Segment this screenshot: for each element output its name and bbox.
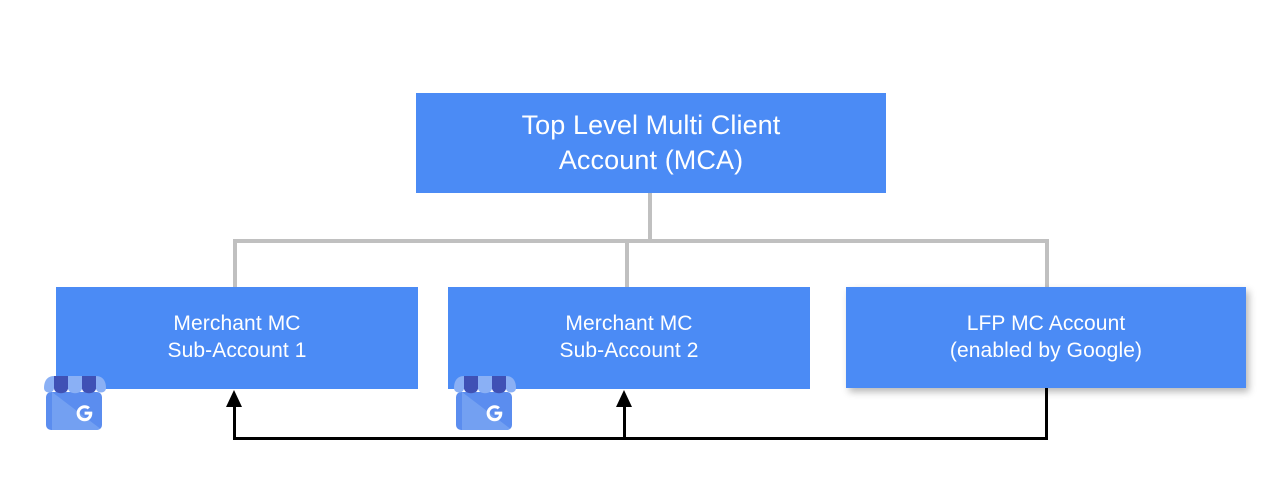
lfp-mc-account-node[interactable]: LFP MC Account (enabled by Google) (846, 287, 1246, 388)
top-level-mca-label: Top Level Multi Client Account (MCA) (521, 110, 781, 175)
tree-drop-connector-lfp (1045, 239, 1049, 289)
feedback-arrow-stem-merchant-1 (233, 400, 236, 439)
top-level-mca-node[interactable]: Top Level Multi Client Account (MCA) (416, 93, 886, 193)
lfp-feedback-riser (1045, 388, 1048, 439)
feedback-arrowhead-merchant-1 (226, 390, 242, 407)
merchant-sub-account-1-label: Merchant MC Sub-Account 1 (167, 312, 307, 362)
lfp-feedback-horizontal-bar (233, 437, 1048, 440)
tree-drop-connector-merchant-2 (625, 239, 629, 289)
google-business-profile-storefront-icon (38, 366, 110, 434)
tree-horizontal-bar (233, 239, 1049, 243)
lfp-mc-account-label: LFP MC Account (enabled by Google) (949, 311, 1143, 362)
tree-drop-connector-merchant-1 (233, 239, 237, 289)
merchant-sub-account-2-label: Merchant MC Sub-Account 2 (559, 312, 699, 362)
tree-trunk-connector (648, 193, 652, 243)
merchant-sub-account-2-node[interactable]: Merchant MC Sub-Account 2 (448, 287, 810, 389)
feedback-arrowhead-merchant-2 (616, 390, 632, 407)
feedback-arrow-stem-merchant-2 (623, 400, 626, 439)
merchant-sub-account-1-node[interactable]: Merchant MC Sub-Account 1 (56, 287, 418, 389)
google-business-profile-storefront-icon (448, 366, 520, 434)
